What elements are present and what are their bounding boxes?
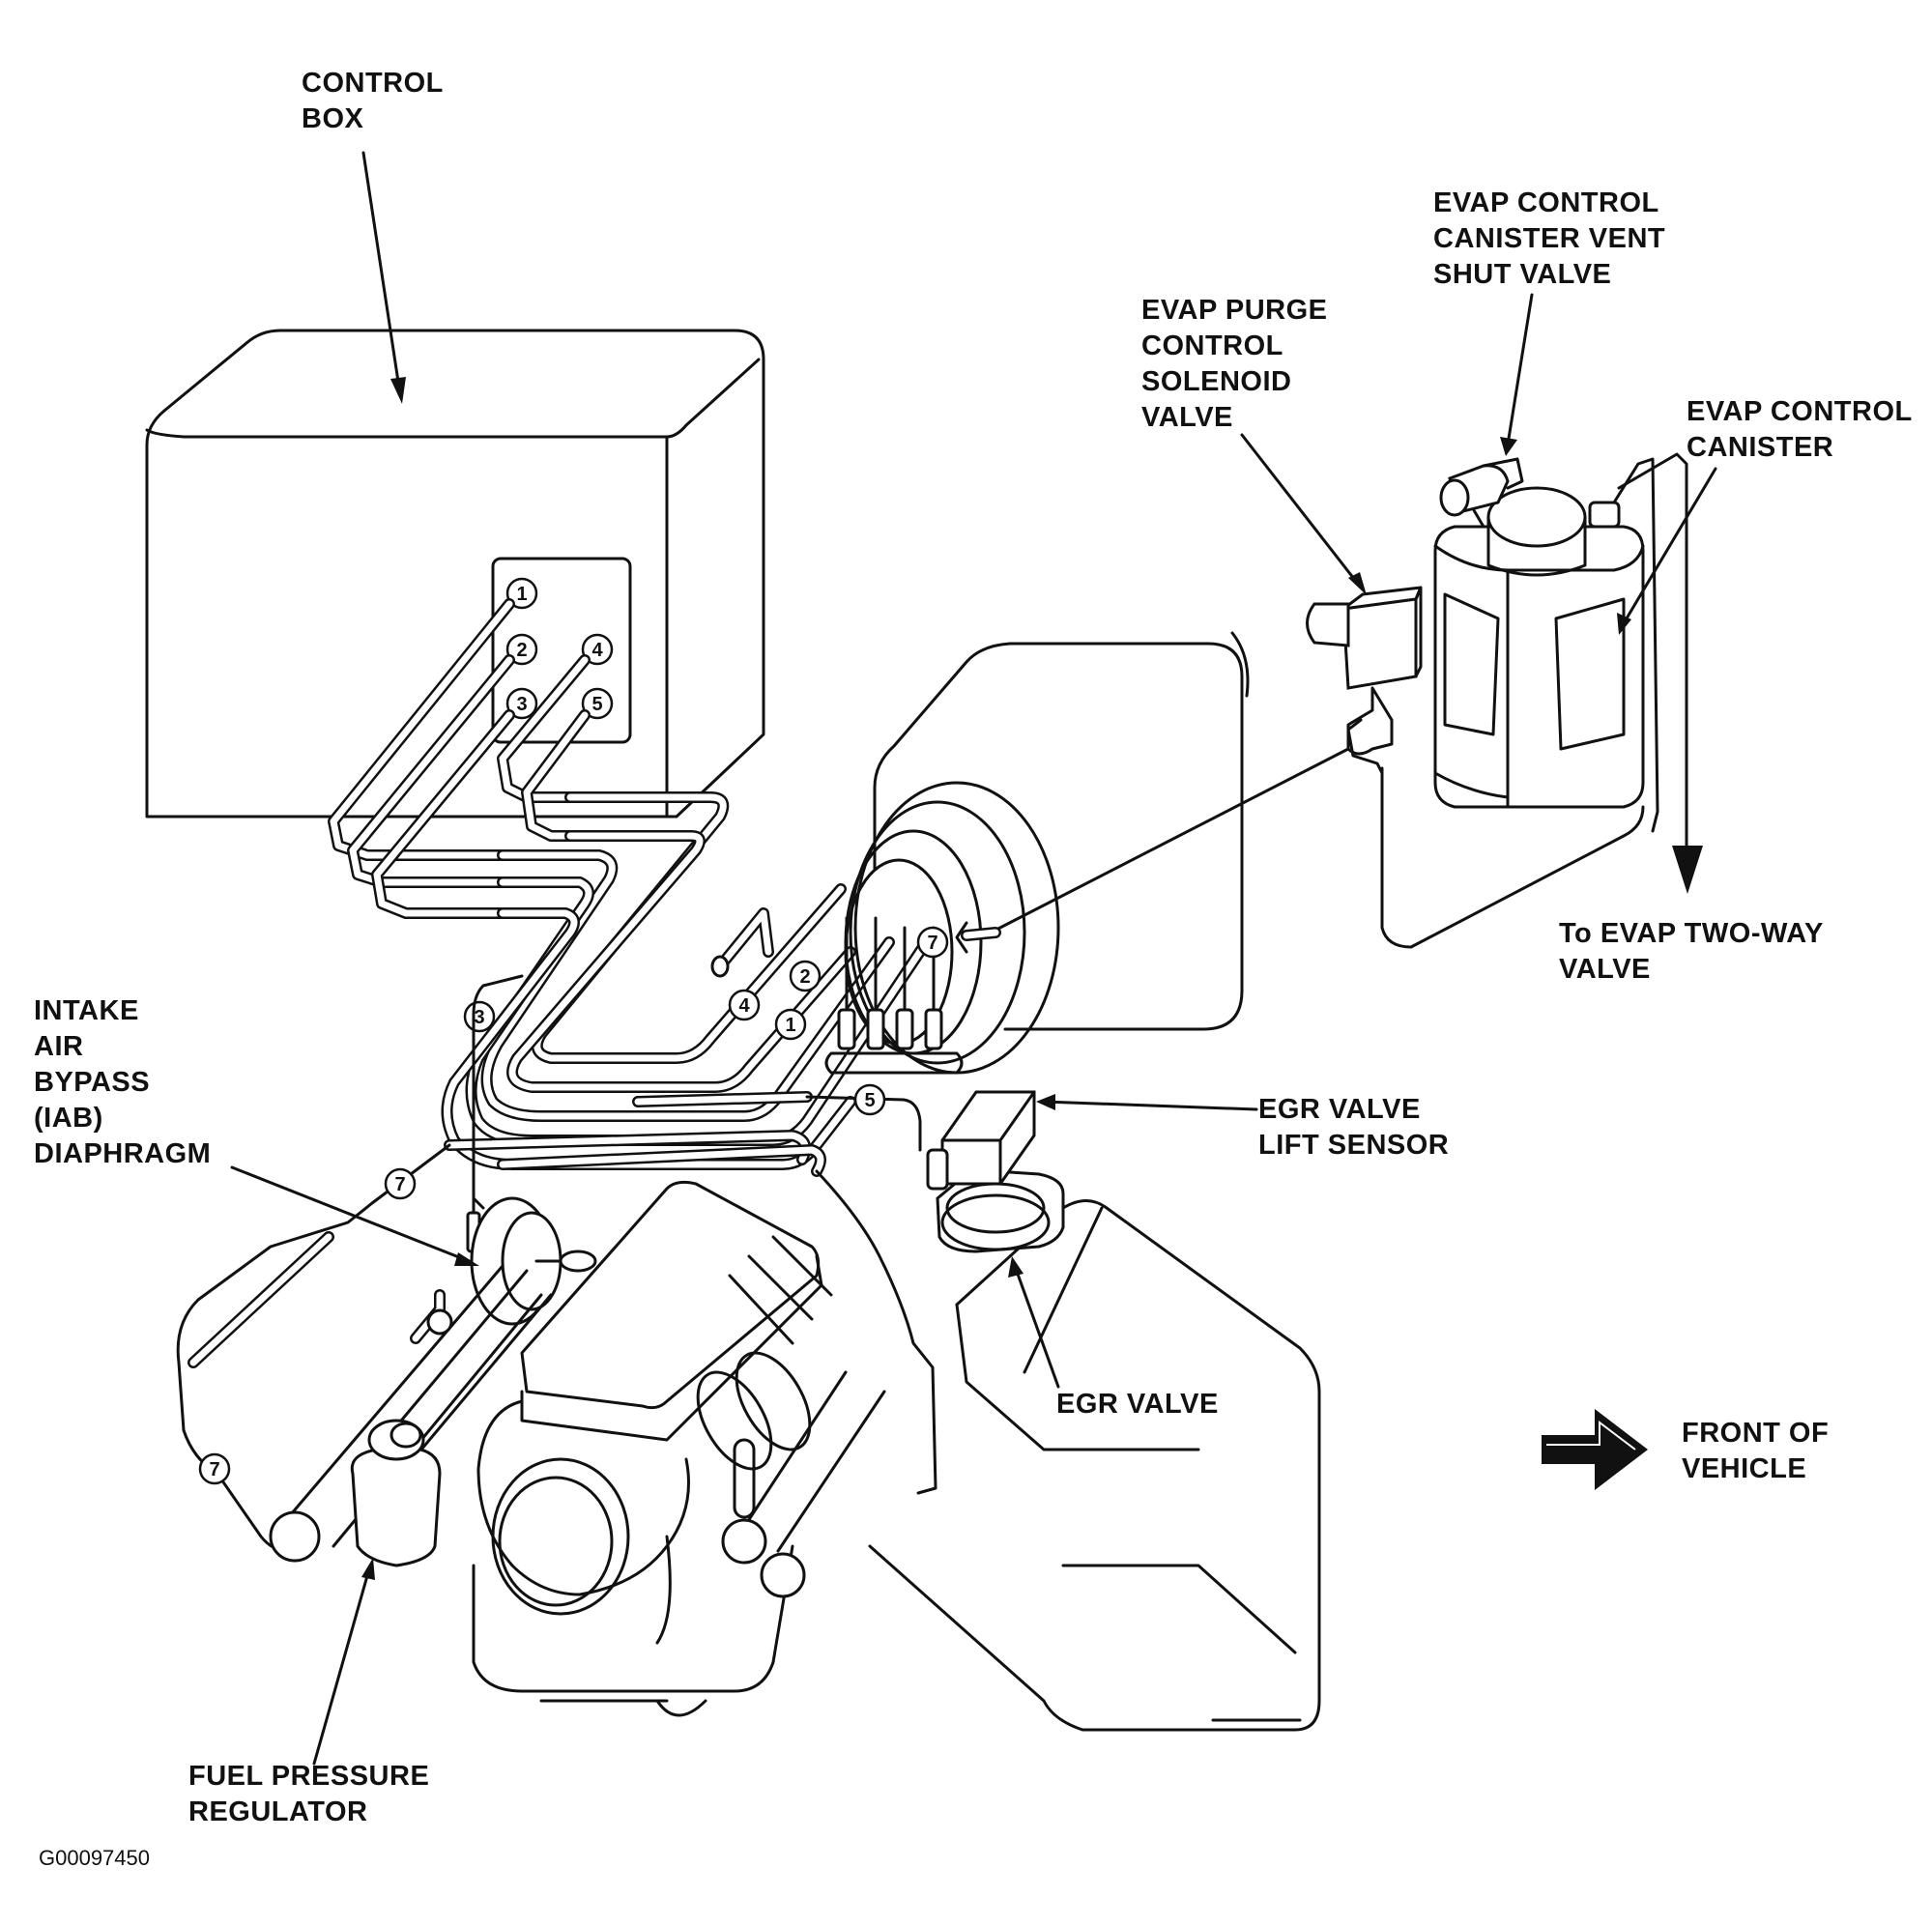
label-front-of-vehicle: FRONT OF VEHICLE [1682, 1418, 1830, 1484]
control-box-arrowhead [390, 377, 406, 404]
evap-purge-solenoid-valve [1306, 586, 1423, 775]
hose-bundle [328, 598, 929, 1170]
hose-number-low-7: 7 [198, 1452, 231, 1485]
fuel-pressure-regulator [350, 1289, 453, 1567]
canister-lines [1380, 766, 1645, 949]
port-number-2: 2 [505, 633, 538, 666]
label-egr-valve-lift-sensor: EGR VALVE LIFT SENSOR [1258, 1094, 1450, 1161]
engine-right-bank [539, 1199, 1321, 1732]
svg-text:7: 7 [394, 1174, 405, 1195]
hose-number-mid-1: 1 [774, 1008, 807, 1041]
evap-control-canister [1433, 486, 1645, 809]
front-of-vehicle-arrow [1542, 1409, 1648, 1490]
hose-number-mid-7: 7 [916, 926, 949, 959]
svg-text:1: 1 [516, 584, 527, 605]
label-evap-canister-vent-shut-valve: EVAP CONTROL CANISTER VENT SHUT VALVE [1433, 187, 1666, 290]
hose-number-left-3: 3 [463, 1000, 496, 1033]
svg-text:7: 7 [209, 1459, 219, 1480]
port-number-5: 5 [581, 687, 614, 720]
purge-solenoid-pointer [1240, 433, 1363, 589]
vent-shut-valve-pointer [1506, 293, 1534, 446]
label-evap-control-canister: EVAP CONTROL CANISTER [1687, 396, 1913, 463]
egr-lift-sensor-pointer [1042, 1100, 1258, 1111]
figure-id: G00097450 [39, 1846, 150, 1870]
svg-text:5: 5 [591, 694, 602, 715]
svg-text:2: 2 [799, 966, 810, 988]
fuel-regulator-pointer [312, 1564, 372, 1766]
canister-pointer [1622, 467, 1717, 625]
svg-text:7: 7 [927, 933, 937, 954]
control-box-pointer-arrow [361, 151, 402, 396]
port-number-1: 1 [505, 577, 538, 610]
throttle-body-vacuum-ports [824, 916, 964, 1075]
hose-number-mid-4: 4 [728, 989, 761, 1021]
hose-number-egr-5: 5 [853, 1083, 886, 1116]
svg-text:4: 4 [738, 995, 750, 1017]
control-box [145, 329, 765, 819]
egr-valve-pointer [1013, 1264, 1060, 1389]
svg-text:1: 1 [785, 1015, 795, 1036]
svg-text:5: 5 [864, 1090, 875, 1111]
svg-text:2: 2 [516, 640, 527, 661]
purge-line [989, 747, 1350, 934]
to-evap-two-way-arrow [1672, 846, 1703, 894]
svg-text:3: 3 [474, 1007, 484, 1028]
port-number-3: 3 [505, 687, 538, 720]
egr-valve-lift-sensor [926, 1090, 1036, 1191]
label-evap-purge-control-solenoid-valve: EVAP PURGE CONTROL SOLENOID VALVE [1141, 295, 1328, 433]
vacuum-tee-fitting [710, 907, 774, 978]
evap-canister-vent-shut-valve [1439, 457, 1524, 529]
label-fuel-pressure-regulator: FUEL PRESSURE REGULATOR [188, 1761, 430, 1827]
label-control-box: CONTROL BOX [302, 68, 444, 134]
label-intake-air-bypass-diaphragm: INTAKE AIR BYPASS (IAB) DIAPHRAGM [34, 995, 212, 1169]
iab-diaphragm [470, 1013, 597, 1326]
label-to-evap-two-way-valve: To EVAP TWO-WAY VALVE [1559, 918, 1824, 985]
svg-text:3: 3 [516, 694, 527, 715]
hose-number-mid-2: 2 [789, 960, 822, 992]
port-number-4: 4 [581, 633, 614, 666]
hose-number-iab-7: 7 [384, 1167, 417, 1200]
label-egr-valve: EGR VALVE [1056, 1389, 1219, 1420]
iab-pointer [230, 1165, 471, 1263]
svg-text:4: 4 [591, 640, 603, 661]
